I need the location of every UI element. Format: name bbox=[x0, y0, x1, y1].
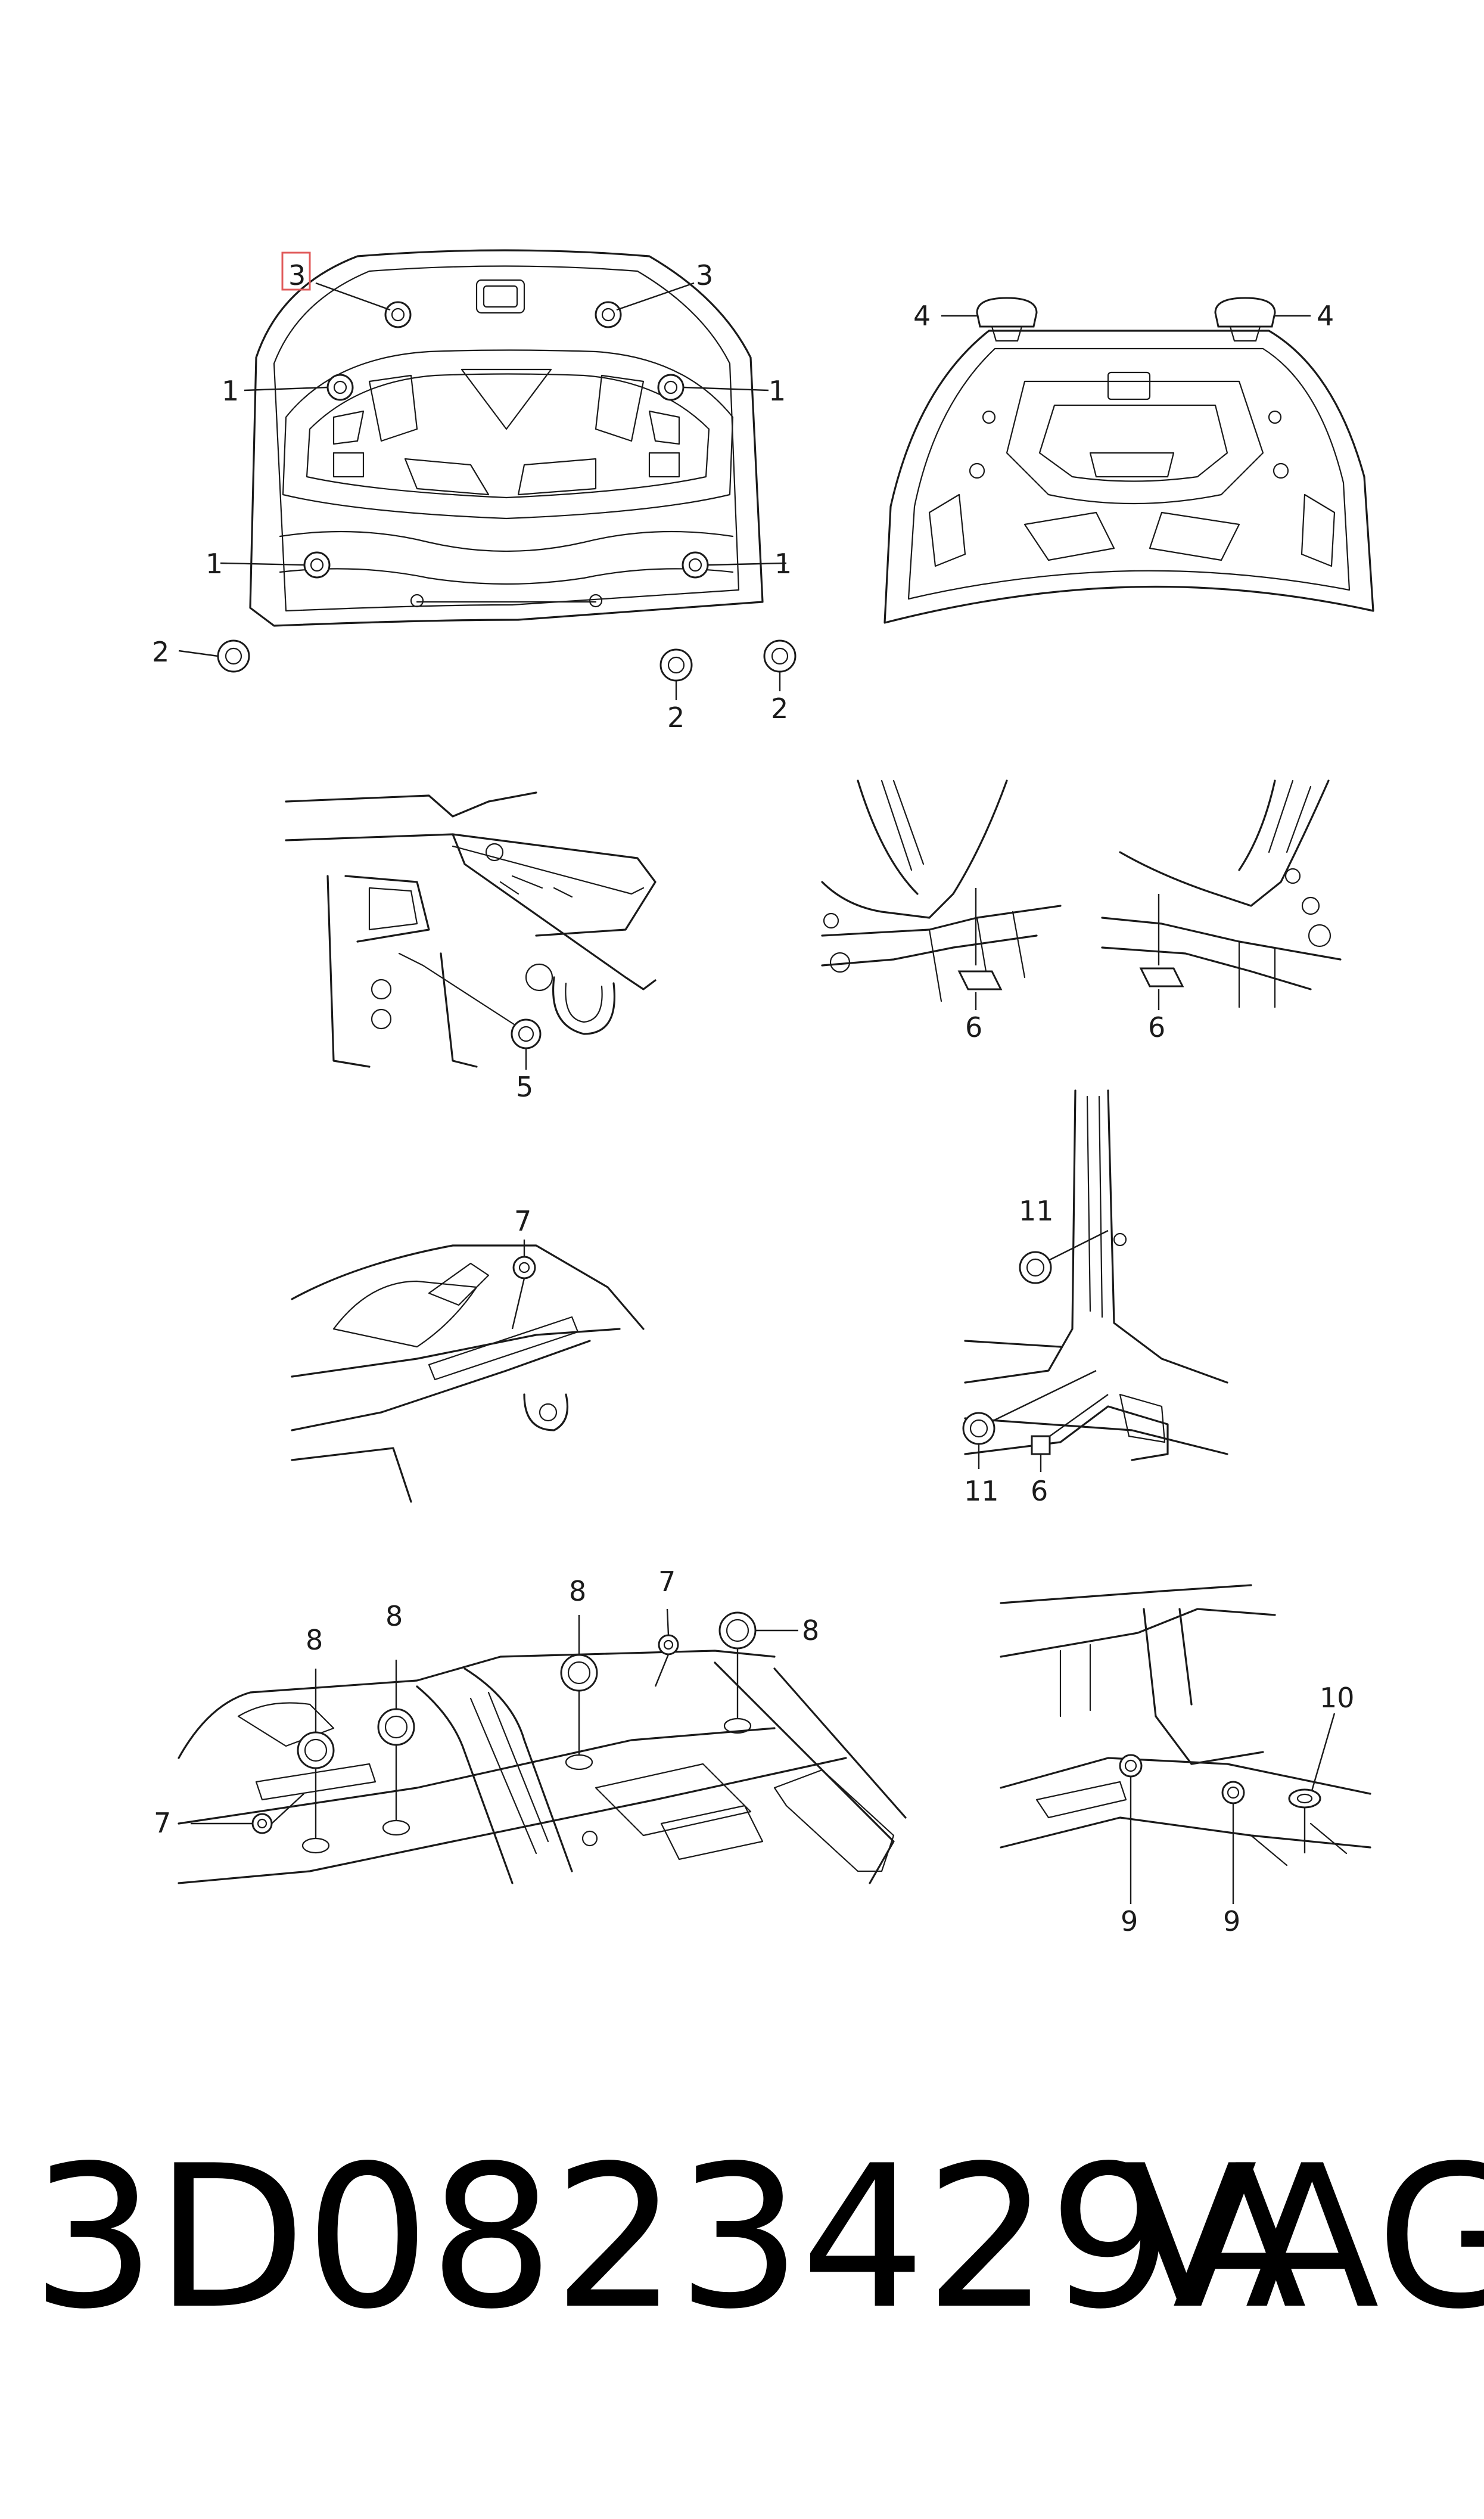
callout-3: 3 bbox=[696, 259, 713, 291]
callout-11: 11 bbox=[1019, 1195, 1054, 1227]
hood-underside-view: 3 3 1 1 1 1 2 2 2 bbox=[152, 249, 797, 734]
callout-8: 8 bbox=[385, 1600, 403, 1632]
callout-5: 5 bbox=[516, 1071, 533, 1103]
callout-4: 4 bbox=[1317, 300, 1334, 332]
callout-7: 7 bbox=[154, 1807, 171, 1839]
floor-pan-view: 8 8 8 8 7 7 bbox=[154, 1566, 907, 1884]
callout-11: 11 bbox=[964, 1475, 999, 1507]
callout-2: 2 bbox=[771, 692, 788, 725]
callout-6: 6 bbox=[1031, 1475, 1048, 1507]
callout-8: 8 bbox=[306, 1624, 323, 1656]
callout-10: 10 bbox=[1320, 1682, 1355, 1714]
callout-3: 3 bbox=[288, 259, 306, 291]
callout-2: 2 bbox=[667, 701, 685, 734]
callout-9: 9 bbox=[1223, 1905, 1240, 1937]
callout-7: 7 bbox=[514, 1205, 531, 1237]
callout-1: 1 bbox=[774, 548, 792, 580]
callout-4: 4 bbox=[913, 300, 931, 332]
rear-floor-view: 9 9 10 bbox=[1000, 1584, 1371, 1937]
front-wheelhouse-view: 5 bbox=[285, 791, 657, 1103]
sill-views: 6 6 bbox=[821, 779, 1342, 1043]
callout-1: 1 bbox=[769, 375, 786, 407]
callout-8: 8 bbox=[802, 1614, 819, 1647]
callout-6: 6 bbox=[1148, 1011, 1165, 1043]
callout-6: 6 bbox=[965, 1011, 982, 1043]
boot-lid-underside-view: 4 4 bbox=[883, 297, 1374, 624]
callout-9: 9 bbox=[1121, 1905, 1138, 1937]
callout-7: 7 bbox=[658, 1566, 676, 1598]
front-floor-view: 7 bbox=[291, 1205, 645, 1503]
part-number: 3D0823429A bbox=[31, 2123, 1307, 2352]
b-pillar-view: 11 11 6 bbox=[962, 1089, 1228, 1507]
callout-2: 2 bbox=[152, 636, 169, 668]
callout-1: 1 bbox=[222, 375, 239, 407]
brand-name: VAG bbox=[1123, 2123, 1484, 2352]
highlight-box-3 bbox=[281, 251, 311, 291]
callout-8: 8 bbox=[569, 1575, 586, 1607]
callout-1: 1 bbox=[206, 548, 223, 580]
